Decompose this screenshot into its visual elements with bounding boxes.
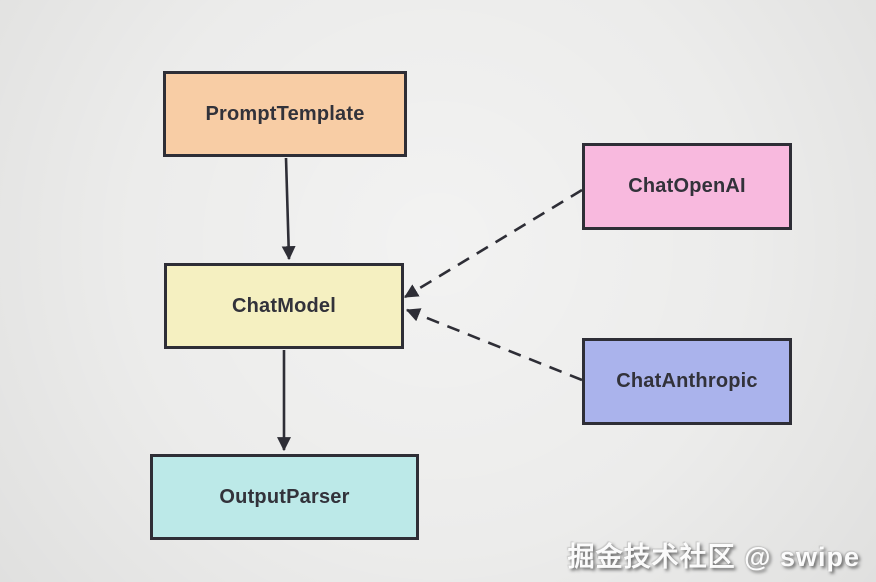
node-prompt-template-label: PromptTemplate (205, 102, 365, 125)
edge-chatanthropic-to-chatmodel (405, 308, 583, 382)
node-chat-anthropic-label: ChatAnthropic (616, 370, 758, 392)
node-prompt-template: PromptTemplate (163, 71, 407, 157)
node-chat-model: ChatModel (164, 263, 404, 349)
node-chat-anthropic: ChatAnthropic (582, 338, 792, 425)
node-output-parser: OutputParser (150, 454, 419, 540)
edge-prompttemplate-to-chatmodel (281, 157, 296, 261)
node-output-parser-label: OutputParser (219, 485, 350, 508)
watermark: 掘金技术社区 @ swipe (567, 542, 860, 572)
node-chat-model-label: ChatModel (231, 294, 337, 317)
node-chat-openai: ChatOpenAI (582, 143, 792, 230)
node-chat-openai-label: ChatOpenAI (628, 175, 746, 197)
edge-chatopenai-to-chatmodel (404, 188, 583, 299)
